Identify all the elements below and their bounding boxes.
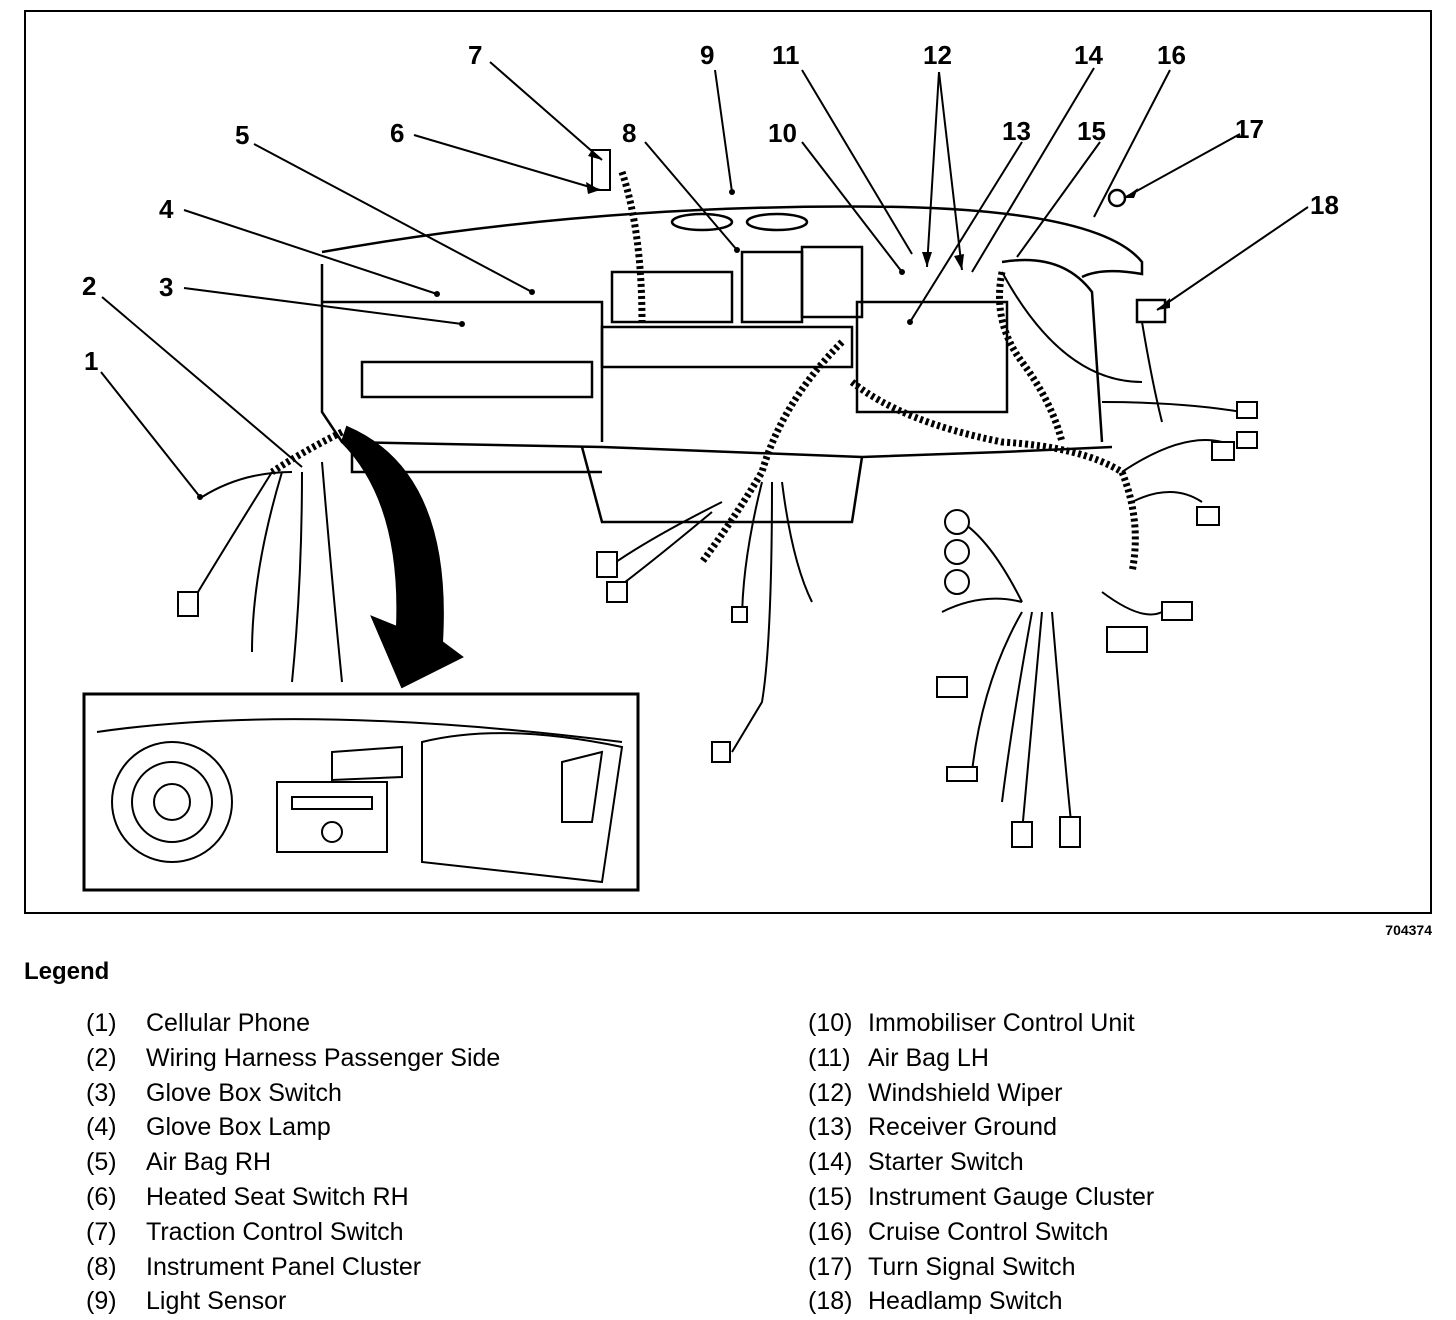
legend-column-left: (1) Cellular Phone (2) Wiring Harness Pass… bbox=[86, 1006, 500, 1319]
callout-15: 15 bbox=[1077, 116, 1106, 146]
callout-3: 3 bbox=[159, 272, 173, 302]
dashboard-wiring-illustration: 1 2 3 4 5 6 7 8 9 10 11 12 13 14 15 16 1… bbox=[82, 40, 1339, 892]
figure-id: 704374 bbox=[1385, 922, 1432, 938]
view-arrow bbox=[340, 425, 464, 689]
inset-steering-wheel bbox=[111, 741, 233, 863]
legend-number: (5) bbox=[86, 1148, 117, 1177]
legend-label: Wiring Harness Passenger Side bbox=[146, 1043, 501, 1072]
legend-number: (4) bbox=[86, 1113, 117, 1142]
diagram-frame: 1 2 3 4 5 6 7 8 9 10 11 12 13 14 15 16 1… bbox=[24, 10, 1432, 914]
legend-label: Windshield Wiper bbox=[868, 1078, 1063, 1107]
legend-number: (8) bbox=[86, 1252, 117, 1281]
left-riser-harness bbox=[618, 170, 646, 323]
legend-column-right: (10) Immobiliser Control Unit (11) Air Bag… bbox=[808, 1006, 1154, 1319]
legend-item: (1) Cellular Phone bbox=[86, 1006, 500, 1041]
legend-number: (14) bbox=[808, 1148, 853, 1177]
legend-number: (2) bbox=[86, 1043, 117, 1072]
legend-label: Turn Signal Switch bbox=[868, 1252, 1076, 1281]
legend-label: Instrument Panel Cluster bbox=[146, 1252, 422, 1281]
callout-9: 9 bbox=[700, 40, 714, 70]
legend-number: (18) bbox=[808, 1287, 853, 1316]
legend-item: (4) Glove Box Lamp bbox=[86, 1110, 500, 1145]
glovebox-opening bbox=[360, 360, 594, 399]
legend-number: (17) bbox=[808, 1252, 853, 1281]
legend-label: Instrument Gauge Cluster bbox=[868, 1182, 1155, 1211]
legend-label: Light Sensor bbox=[146, 1287, 287, 1316]
legend-item: (11) Air Bag LH bbox=[808, 1041, 1154, 1076]
legend-label: Immobiliser Control Unit bbox=[868, 1009, 1135, 1037]
callout-18: 18 bbox=[1310, 190, 1339, 220]
callout-17: 17 bbox=[1235, 114, 1264, 144]
callout-16: 16 bbox=[1157, 40, 1186, 70]
callout-11: 11 bbox=[772, 40, 800, 70]
legend-number: (6) bbox=[86, 1182, 117, 1211]
column-harness bbox=[996, 271, 1066, 443]
legend-number: (3) bbox=[86, 1078, 117, 1107]
legend-item: (12) Windshield Wiper bbox=[808, 1076, 1154, 1111]
callout-1: 1 bbox=[84, 346, 98, 376]
legend-label: Air Bag RH bbox=[146, 1148, 272, 1177]
legend-item: (17) Turn Signal Switch bbox=[808, 1250, 1154, 1285]
legend-label: Air Bag LH bbox=[868, 1043, 989, 1072]
callout-5: 5 bbox=[235, 120, 249, 150]
legend-item: (15) Instrument Gauge Cluster bbox=[808, 1180, 1154, 1215]
dashboard-top-outline bbox=[321, 205, 1144, 279]
legend-item: (13) Receiver Ground bbox=[808, 1110, 1154, 1145]
legend-label: Cellular Phone bbox=[146, 1009, 310, 1037]
legend-label: Traction Control Switch bbox=[146, 1217, 404, 1246]
instrument-cluster-housing bbox=[600, 325, 854, 369]
callout-7: 7 bbox=[468, 40, 482, 70]
main-harness bbox=[849, 379, 1139, 573]
legend-number: (16) bbox=[808, 1217, 853, 1246]
turn-signal-knob bbox=[1107, 188, 1127, 208]
legend-item: (14) Starter Switch bbox=[808, 1145, 1154, 1180]
legend-item: (18) Headlamp Switch bbox=[808, 1284, 1154, 1319]
legend-item: (16) Cruise Control Switch bbox=[808, 1215, 1154, 1250]
center-stack bbox=[855, 300, 1009, 414]
legend-label: Cruise Control Switch bbox=[868, 1217, 1109, 1246]
legend-number: (10) bbox=[808, 1009, 853, 1037]
headlamp-switch-connector bbox=[1135, 298, 1167, 324]
callout-10: 10 bbox=[768, 118, 797, 148]
legend-label: Heated Seat Switch RH bbox=[146, 1182, 409, 1211]
legend-number: (15) bbox=[808, 1182, 853, 1211]
callout-14: 14 bbox=[1074, 40, 1103, 70]
callout-8: 8 bbox=[622, 118, 636, 148]
legend-item: (3) Glove Box Switch bbox=[86, 1076, 500, 1111]
legend-item: (8) Instrument Panel Cluster bbox=[86, 1250, 500, 1285]
legend-item: (10) Immobiliser Control Unit bbox=[808, 1006, 1154, 1041]
legend-label: Starter Switch bbox=[868, 1148, 1024, 1177]
legend-label: Receiver Ground bbox=[868, 1113, 1057, 1142]
legend-number: (12) bbox=[808, 1078, 853, 1107]
legend-item: (9) Light Sensor bbox=[86, 1284, 500, 1319]
legend-number: (7) bbox=[86, 1217, 117, 1246]
legend-label: Glove Box Switch bbox=[146, 1078, 342, 1107]
legend-label: Glove Box Lamp bbox=[146, 1113, 331, 1142]
legend-label: Headlamp Switch bbox=[868, 1287, 1063, 1316]
center-harness bbox=[699, 339, 845, 565]
legend-item: (2) Wiring Harness Passenger Side bbox=[86, 1041, 500, 1076]
legend-item: (6) Heated Seat Switch RH bbox=[86, 1180, 500, 1215]
airbag-module bbox=[800, 245, 864, 319]
dashboard-front-outline bbox=[320, 264, 1113, 459]
legend-number: (9) bbox=[86, 1287, 117, 1316]
callout-4: 4 bbox=[159, 194, 174, 224]
steering-column-area bbox=[1001, 258, 1104, 443]
inset-dashboard-view bbox=[82, 692, 640, 892]
legend-title: Legend bbox=[24, 958, 110, 985]
legend-item: (7) Traction Control Switch bbox=[86, 1215, 500, 1250]
legend-item: (5) Air Bag RH bbox=[86, 1145, 500, 1180]
callout-6: 6 bbox=[390, 118, 404, 148]
legend-number: (11) bbox=[808, 1043, 851, 1072]
legend-number: (1) bbox=[86, 1009, 117, 1037]
callout-2: 2 bbox=[82, 271, 96, 301]
passenger-harness bbox=[270, 428, 344, 475]
callout-12: 12 bbox=[923, 40, 952, 70]
callout-13: 13 bbox=[1002, 116, 1031, 146]
legend-number: (13) bbox=[808, 1113, 853, 1142]
